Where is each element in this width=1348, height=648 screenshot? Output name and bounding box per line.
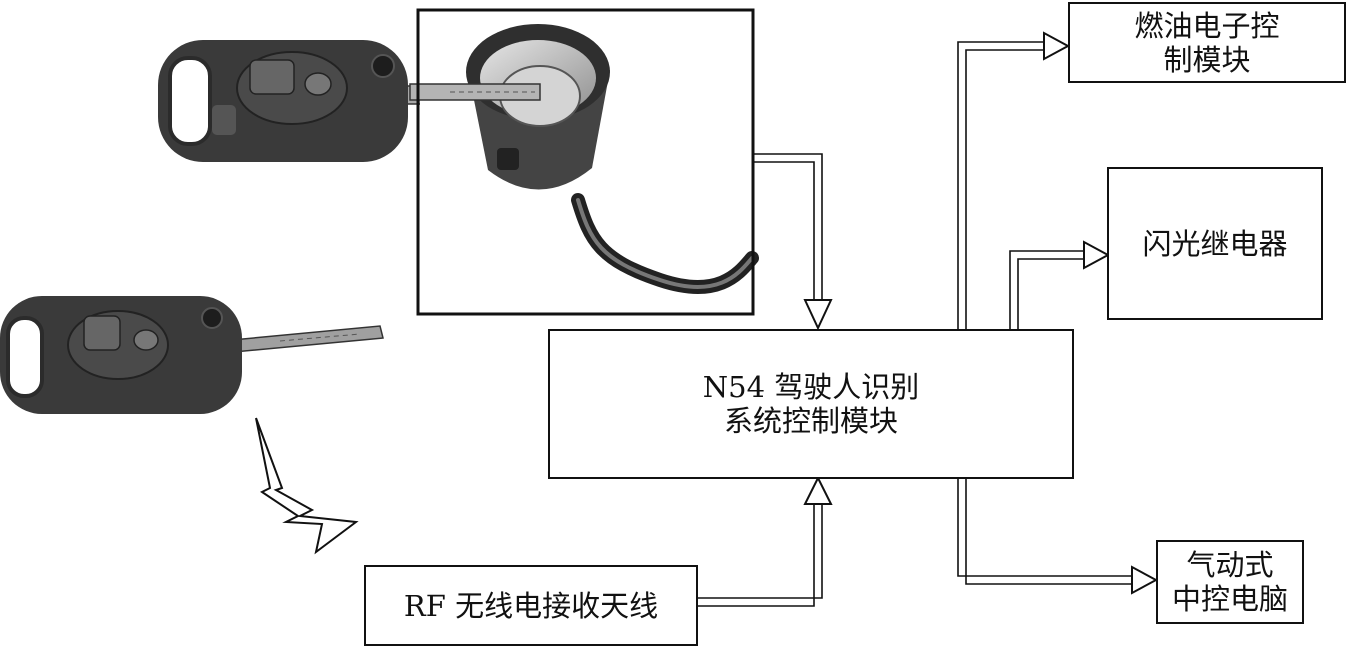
arrow-module-to-fuel [957, 41, 1044, 331]
radio-signal-icon [255, 417, 359, 555]
arrow-heads [803, 31, 1159, 595]
arrow-module-to-relay-inner [1017, 258, 1084, 331]
arrowhead-relay [1083, 240, 1111, 270]
arrow-photo-to-module-inner [754, 161, 815, 300]
arrow-photo-to-module [754, 153, 823, 300]
ignition-coil-photo [409, 12, 759, 312]
arrow-module-to-lock-inner [965, 478, 1132, 585]
flash-relay-label: 闪光继电器 [1142, 226, 1288, 261]
connectors [697, 41, 1132, 607]
arrow-module-to-lock [957, 478, 1132, 577]
central-lock-computer-box: 气动式 中控电脑 [1156, 540, 1304, 624]
key-fob-top-icon [158, 40, 551, 162]
arrowhead-lock [1131, 565, 1159, 595]
rf-antenna-label: RF 无线电接收天线 [403, 588, 659, 623]
arrowhead-down [803, 299, 833, 331]
central-module-label: N54 驾驶人识别 系统控制模块 [702, 370, 920, 438]
arrowhead-fuel [1043, 31, 1071, 61]
arrow-module-to-fuel-inner [965, 49, 1044, 331]
arrowhead-up [803, 475, 833, 505]
key-fob-bottom-icon [0, 296, 384, 414]
central-module-box: N54 驾驶人识别 系统控制模块 [548, 329, 1074, 479]
arrow-module-to-relay [1009, 250, 1084, 331]
fuel-module-label: 燃油电子控 制模块 [1134, 8, 1280, 77]
flash-relay-box: 闪光继电器 [1107, 167, 1323, 320]
central-lock-computer-label: 气动式 中控电脑 [1171, 548, 1288, 616]
ignition-photo-frame [416, 8, 755, 316]
arrow-rf-to-module-inner [697, 504, 815, 607]
fuel-module-box: 燃油电子控 制模块 [1068, 2, 1346, 83]
arrow-rf-to-module [697, 504, 823, 599]
rf-antenna-box: RF 无线电接收天线 [364, 565, 698, 646]
